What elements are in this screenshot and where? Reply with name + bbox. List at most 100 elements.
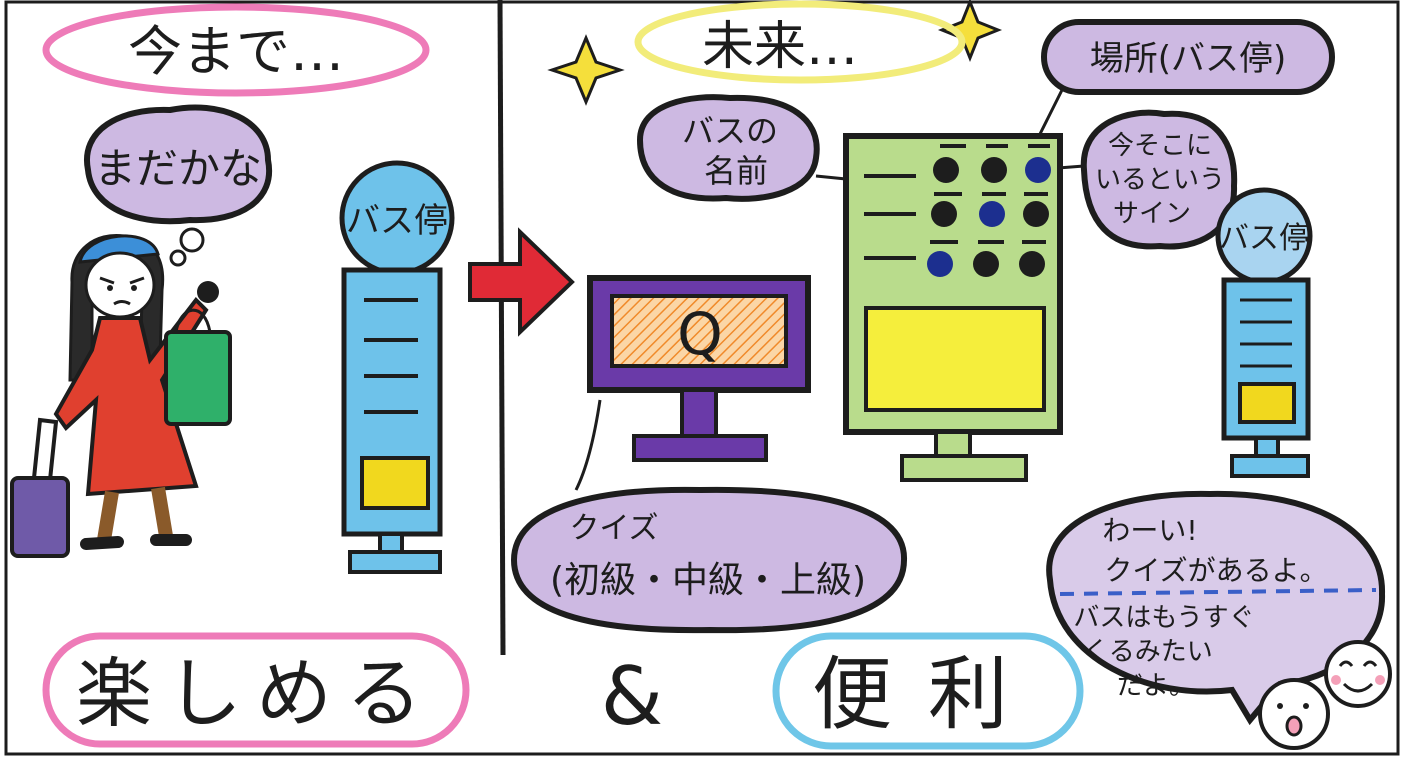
future-stop-base [1230, 454, 1310, 478]
board-dot-current [1025, 157, 1051, 183]
board-dot-current [927, 251, 953, 277]
happy-face-eyes [1338, 660, 1378, 667]
green-tote-bag [164, 330, 232, 426]
kid-speech-top-line2: クイズがあるよ。 [1104, 554, 1327, 587]
happy-face-cheek [1331, 675, 1341, 685]
kid-speech-bubble: わーい! クイズがあるよ。 バスはもうすぐ くるみたい だよ。 [1046, 490, 1386, 726]
past-heading-group: 今まで… [42, 3, 430, 97]
convenient-text: 便利 [812, 648, 1044, 741]
past-heading-oval [42, 3, 430, 97]
monitor-base [632, 434, 768, 462]
quiz-line1: クイズ [569, 511, 658, 546]
thought-cloud [83, 104, 273, 225]
surprised-face-mouth [1285, 715, 1303, 737]
bus-name-line1: バスの [682, 112, 778, 150]
bag-handle [174, 308, 212, 333]
future-heading-group: 未来… [634, 0, 966, 84]
here-sign-bubble [1080, 109, 1238, 250]
sparkle-star-right [937, 0, 1003, 63]
place-bubble [1041, 19, 1335, 95]
purple-suitcase [10, 476, 70, 558]
speech-dashed-divider [1059, 588, 1377, 596]
here-sign-line1: 今そこに [1108, 131, 1212, 161]
surprised-face-eye [1277, 703, 1283, 709]
transition-arrow [468, 227, 575, 337]
happy-face-head [1324, 640, 1392, 708]
girl-eye-left [107, 285, 113, 291]
girl-mouth [113, 300, 131, 306]
surprised-face-eye [1303, 703, 1309, 709]
past-thought-text: まだかな [94, 144, 262, 193]
board-yellow-panel [864, 306, 1046, 412]
board-dot-current [979, 201, 1005, 227]
quiz-line2: (初級・中級・上級) [550, 560, 866, 601]
girl-face [84, 251, 156, 319]
past-stop-base [348, 550, 442, 574]
past-bus-stop: バス停 [339, 160, 455, 574]
fun-group: 楽しめる [42, 632, 470, 748]
past-stop-yellow-panel [360, 456, 430, 510]
bus-info-board [843, 133, 1063, 482]
monitor-q-glyph: Q [677, 300, 723, 368]
past-heading: 今まで… [128, 20, 344, 83]
board-dot [973, 251, 999, 277]
board-dot [933, 157, 959, 183]
quiz-monitor: Q [574, 275, 811, 491]
kid-speech-bottom-line2: くるみたい [1083, 637, 1212, 667]
here-sign-line3: サイン [1113, 199, 1191, 229]
girl-cap [78, 234, 160, 264]
kid-speech-bottom-line1: バスはもうすぐ [1073, 603, 1254, 633]
board-route-lines [864, 144, 1050, 260]
board-dot [1023, 201, 1049, 227]
past-bus-stop-label: バス停 [346, 201, 448, 241]
kid-speech-bottom-line3: だよ。 [1117, 671, 1195, 701]
future-bus-stop-label: バス停 [1219, 221, 1309, 256]
happy-face [1324, 640, 1392, 708]
past-timetable-lines [364, 298, 418, 414]
waiting-girl-figure [10, 233, 232, 558]
convenient-oval [772, 632, 1084, 750]
sparkle-star-left [547, 34, 625, 106]
here-sign-callout: 今そこに いるという サイン [1057, 109, 1238, 250]
monitor-pointer [574, 399, 602, 491]
bus-name-bubble [636, 94, 820, 202]
page-border [4, 0, 1400, 756]
monitor-screen [610, 294, 788, 368]
future-stop-yellow-panel [1238, 382, 1296, 424]
place-callout-text: 場所(バス停) [1090, 39, 1287, 79]
future-heading: 未来… [702, 17, 858, 77]
past-thought-bubble: まだかな [83, 104, 273, 267]
monitor-neck [680, 388, 718, 440]
board-dot [981, 157, 1007, 183]
and-symbol: & [601, 650, 663, 743]
quiz-callout: クイズ (初級・中級・上級) [510, 486, 908, 634]
board-dot [1019, 251, 1045, 277]
fun-oval [42, 632, 470, 748]
suitcase-handle [32, 417, 59, 481]
kid-speech-top-line1: わーい! [1102, 514, 1197, 547]
board-dots [927, 157, 1051, 277]
here-sign-line2: いるという [1095, 165, 1225, 195]
happy-face-smile [1342, 682, 1374, 693]
center-divider [497, 0, 506, 656]
board-dot [931, 201, 957, 227]
fun-text: 楽しめる [76, 649, 436, 738]
thought-dot-small [169, 249, 187, 267]
future-timetable-lines [1240, 298, 1292, 368]
girl-eyebrows [99, 276, 145, 285]
future-bus-stop: バス停 [1215, 187, 1313, 478]
future-stop-neck [1254, 436, 1280, 458]
bus-name-callout: バスの 名前 [636, 94, 857, 202]
thought-dot-large [179, 227, 205, 253]
girl-legs [97, 486, 173, 542]
convenient-group: 便利 [772, 632, 1084, 750]
board-base [900, 454, 1028, 482]
girl-eye-right [131, 285, 137, 291]
kid-speech-cloud [1046, 490, 1386, 726]
bus-name-line2: 名前 [704, 152, 768, 190]
girl-fist [197, 281, 219, 303]
board-neck [934, 430, 972, 460]
place-pointer [1036, 89, 1064, 139]
future-heading-oval [634, 0, 966, 84]
